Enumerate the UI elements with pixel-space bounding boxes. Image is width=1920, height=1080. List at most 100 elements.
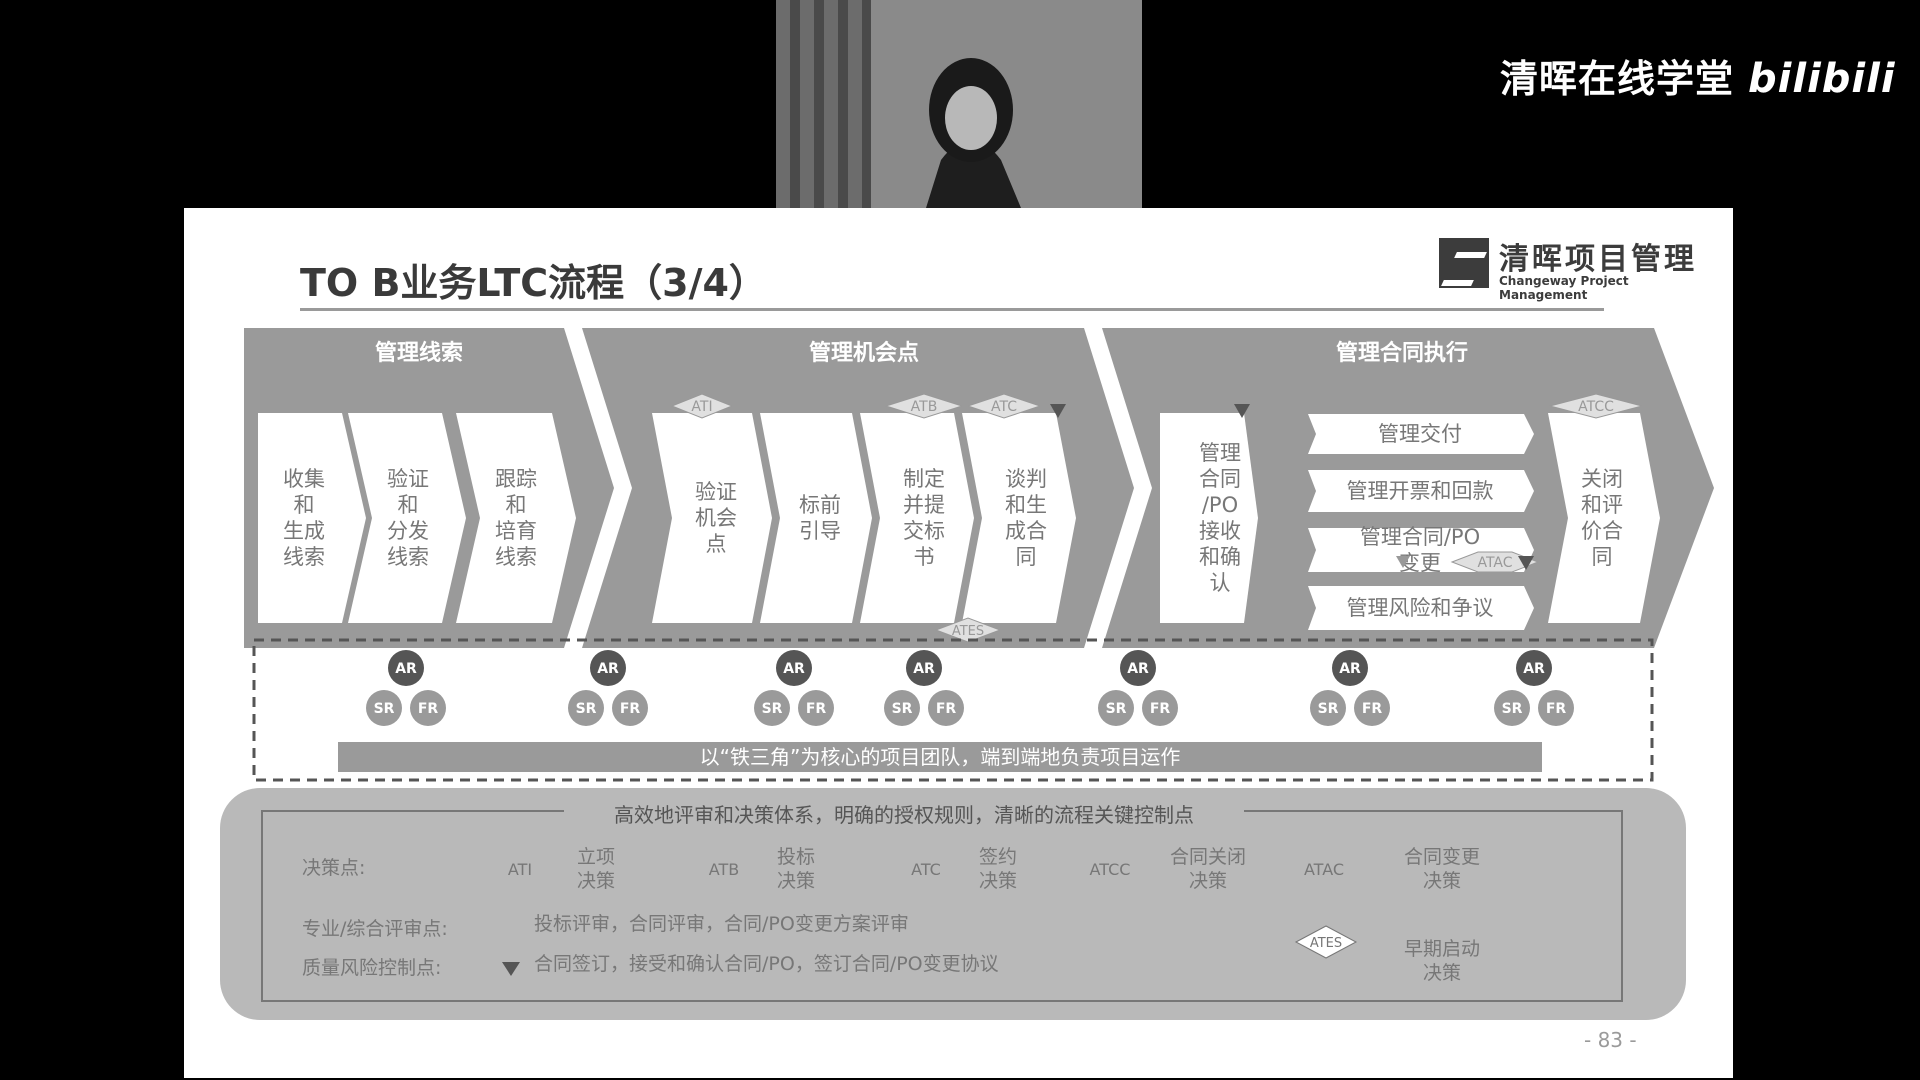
decision-row1-label: 决策点:: [302, 857, 365, 879]
triangle-role-label: FR: [1150, 701, 1171, 717]
step-chevron-2: [348, 413, 466, 623]
team-dashed-box: [252, 638, 1654, 782]
decision-point-code: ATAC: [1304, 860, 1344, 879]
iron-triangle-icon: SR FR AR: [366, 650, 446, 726]
atc-tag: ATC: [991, 399, 1017, 415]
atcc-tag-shape: [1548, 393, 1644, 419]
triangle-role-label: FR: [620, 701, 641, 717]
decision-point-name: 签约决策: [979, 846, 1017, 892]
bilibili-logo: bilibili: [1748, 56, 1896, 102]
decision-row2-label: 专业/综合评审点:: [302, 918, 448, 940]
decision-point-name: 投标决策: [777, 846, 815, 892]
triangle-role-label: SR: [576, 701, 597, 717]
triangle-role-label: AR: [1127, 661, 1149, 677]
decision-row3-text: 合同签订，接受和确认合同/PO，签订合同/PO变更协议: [534, 953, 999, 975]
brand-watermark: 清晖在线学堂 bilibili: [1500, 48, 1896, 103]
step-chevron-10: [1308, 470, 1534, 512]
triangle-role-label: FR: [418, 701, 439, 717]
slide-title: TO B业务LTC流程（3/4）: [300, 261, 767, 305]
webcam-curtain: [776, 0, 871, 208]
step-label: 谈判和生成合同: [1005, 467, 1047, 569]
stage-title-3: 管理合同执行: [1336, 340, 1468, 366]
step-label: 管理开票和回款: [1347, 479, 1494, 503]
step-label: 管理风险和争议: [1347, 596, 1494, 620]
decision-point-name: 合同关闭决策: [1170, 846, 1246, 892]
ati-tag-shape: [670, 393, 734, 419]
step-label: 关闭和评价合同: [1581, 467, 1623, 569]
iron-triangle-icon: SR FR AR: [884, 650, 964, 726]
quality-control-marker-icon: [502, 962, 520, 976]
decision-point-code: ATCC: [1090, 860, 1131, 879]
control-point-marker-icon: [1234, 404, 1250, 418]
webcam-feed: [776, 0, 1142, 208]
step-chevron-4: [652, 413, 772, 623]
decision-panel-bg: [220, 788, 1686, 1020]
atb-tag: ATB: [911, 399, 938, 415]
triangle-role-label: AR: [597, 661, 619, 677]
step-chevron-12: [1308, 586, 1534, 630]
atcc-tag: ATCC: [1578, 399, 1614, 415]
control-point-marker-icon: [1396, 556, 1410, 568]
decision-point-name: 立项决策: [577, 846, 615, 892]
decision-heading: 高效地评审和决策体系，明确的授权规则，清晰的流程关键控制点: [614, 803, 1194, 827]
decision-row2-text: 投标评审，合同评审，合同/PO变更方案评审: [534, 913, 909, 935]
step-label: 标前引导: [799, 493, 841, 543]
ltc-process-diagram: 管理线索 管理机会点 管理合同执行 收集和生成线索验证和分发线索跟踪和培育线索验…: [220, 328, 1714, 1020]
triangle-role-label: AR: [913, 661, 935, 677]
step-chevron-13: [1548, 413, 1660, 623]
ates-tag-shape: [934, 617, 1002, 643]
control-point-marker-icon: [1050, 404, 1066, 418]
decision-point-name: 合同变更决策: [1404, 846, 1480, 892]
triangle-role-label: SR: [1106, 701, 1127, 717]
logo-text-en: Changeway Project Management: [1499, 274, 1629, 302]
team-banner-bg: [338, 742, 1542, 772]
iron-triangle-icon: SR FR AR: [568, 650, 648, 726]
stage-title-2: 管理机会点: [809, 340, 919, 366]
iron-triangle-icon: SR FR AR: [1098, 650, 1178, 726]
triangle-role-label: FR: [806, 701, 827, 717]
team-banner: 以“铁三角”为核心的项目团队，端到端地负责项目运作: [700, 745, 1181, 769]
triangle-role-label: SR: [1318, 701, 1339, 717]
decision-point-code: ATB: [709, 860, 739, 879]
ates-decision-name: 早期启动决策: [1404, 938, 1480, 984]
triangle-role-label: AR: [395, 661, 417, 677]
triangle-role-label: SR: [892, 701, 913, 717]
step-label: 制定并提交标书: [903, 467, 945, 569]
company-logo: 清晖项目管理 Changeway Project Management: [1439, 234, 1709, 302]
triangle-role-label: FR: [936, 701, 957, 717]
logo-mark-icon: [1439, 238, 1489, 288]
logo-text-cn: 清晖项目管理: [1499, 242, 1697, 277]
slide: TO B业务LTC流程（3/4） 清晖项目管理 Changeway Projec…: [184, 208, 1733, 1078]
triangle-role-label: AR: [1339, 661, 1361, 677]
step-label: 管理交付: [1378, 422, 1462, 446]
step-chevron-6: [860, 413, 974, 623]
step-label: 跟踪和培育线索: [495, 467, 537, 569]
decision-point-code: ATI: [508, 860, 532, 879]
triangle-role-label: SR: [374, 701, 395, 717]
step-chevron-1: [258, 413, 366, 623]
atac-tag: ATAC: [1477, 555, 1512, 571]
brand-name: 清晖在线学堂: [1500, 57, 1735, 101]
ates-decision-shape: [1294, 925, 1358, 959]
step-chevron-5: [760, 413, 872, 623]
decision-point-code: ATC: [911, 860, 941, 879]
step-chevron-8: [1160, 413, 1258, 623]
step-chevron-3: [456, 413, 576, 623]
triangle-role-label: FR: [1546, 701, 1567, 717]
triangle-role-label: SR: [762, 701, 783, 717]
ates-tag: ATES: [952, 624, 984, 639]
step-label: 验证和分发线索: [387, 467, 429, 569]
title-divider: [300, 308, 1604, 311]
step-chevron-7: [962, 413, 1076, 623]
connector-lines: [1258, 432, 1308, 610]
step-label: 验证机会点: [695, 480, 737, 556]
ati-tag: ATI: [691, 399, 712, 415]
triangle-role-label: SR: [1502, 701, 1523, 717]
atc-tag-shape: [966, 393, 1042, 419]
atb-tag-shape: [884, 393, 964, 419]
